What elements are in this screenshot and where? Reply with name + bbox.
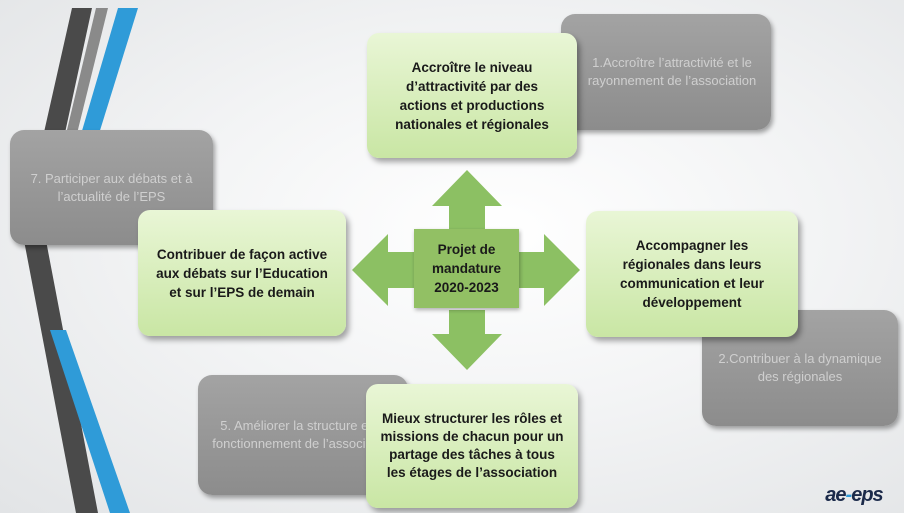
logo-dash: - [845,483,853,506]
arrow-down [432,310,502,370]
gray-box-left: 7. Participer aux débats et à l’actualit… [10,130,213,245]
arrow-right [518,234,580,306]
logo: ae-eps [812,481,896,509]
center-label: Projet de mandature 2020-2023 [431,242,502,295]
stripe-blue-lower [50,330,130,513]
arrow-left [352,234,414,306]
gray-box-top-right: 1.Accroître l’attractivité et le rayonne… [561,14,771,130]
green-box-right: Accompagner les régionales dans leurs co… [586,211,798,337]
logo-text-left: ae [825,483,846,506]
green-box-bottom: Mieux structurer les rôles et missions d… [366,384,578,508]
gray-box-right: 2.Contribuer à la dynamique des régional… [702,310,898,426]
green-box-left: Contribuer de façon active aux débats su… [138,210,346,336]
stripe-dark-outer [22,8,98,513]
center-box: Projet de mandature 2020-2023 [414,229,519,308]
arrow-up [432,170,502,230]
green-box-top: Accroître le niveau d’attractivité par d… [367,33,577,158]
logo-text-right: eps [851,483,883,506]
four-way-arrow [352,170,580,370]
